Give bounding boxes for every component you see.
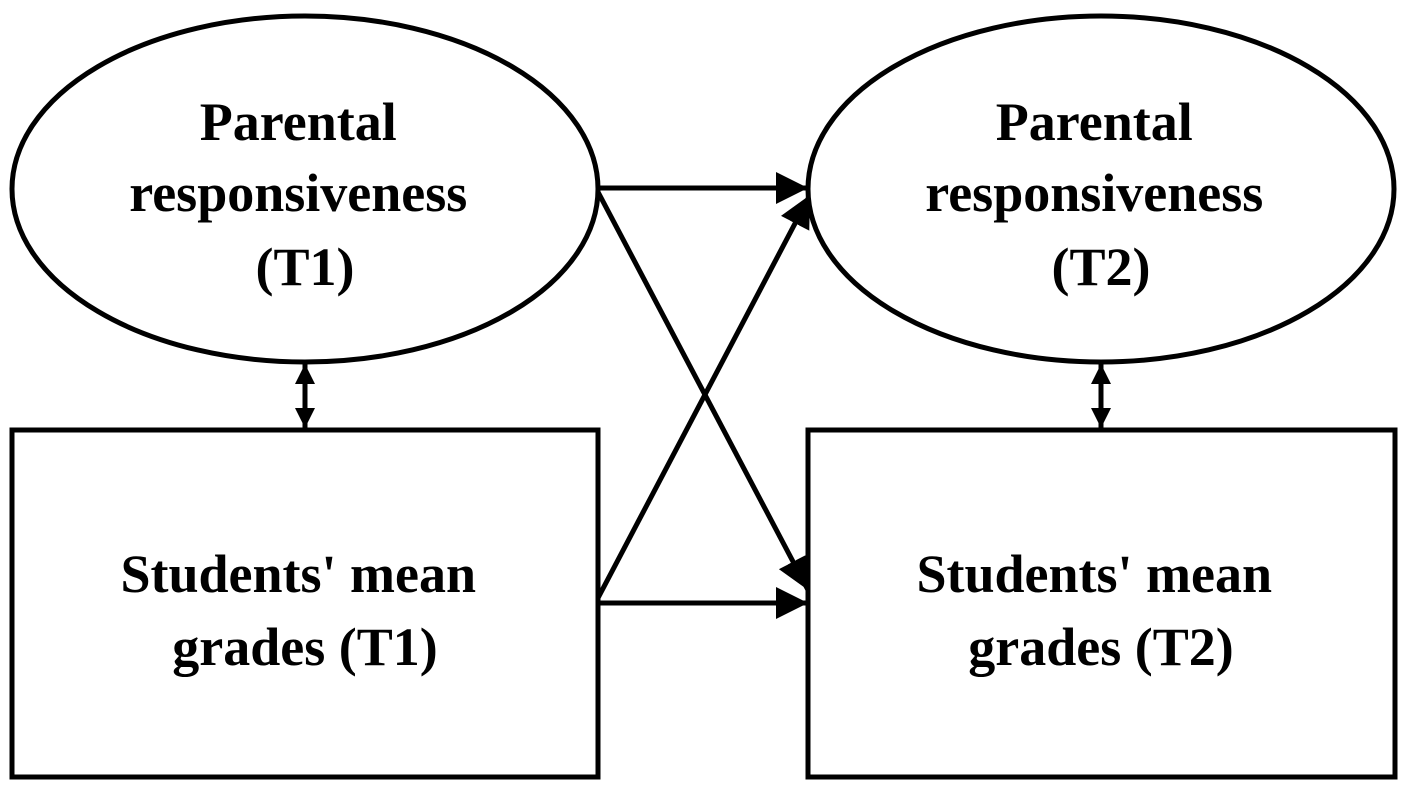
label-line: grades (T2) xyxy=(968,617,1233,677)
label-line: (T1) xyxy=(256,237,355,297)
edge-pr-t1-to-grades-t2 xyxy=(595,190,811,592)
label-line: Students' mean xyxy=(916,544,1272,604)
observed-rect xyxy=(9,427,601,780)
latent-ellipse xyxy=(9,13,601,365)
node-students-mean-grades-t2: Students' mean grades (T2) xyxy=(805,427,1398,780)
label-line: Parental xyxy=(200,92,397,152)
node-students-mean-grades-t1: Students' mean grades (T1) xyxy=(9,427,601,780)
label-line: Parental xyxy=(996,92,1193,152)
label-line: grades (T1) xyxy=(172,617,437,677)
latent-ellipse xyxy=(805,13,1397,365)
edges xyxy=(295,171,1111,620)
label-line: responsiveness xyxy=(925,163,1263,223)
node-label: Students' mean grades (T2) xyxy=(916,544,1285,677)
node-label: Parental responsiveness (T2) xyxy=(925,92,1277,297)
edge-grades-t1-to-pr-t2 xyxy=(595,193,813,600)
node-parental-responsiveness-t2: Parental responsiveness (T2) xyxy=(805,13,1397,365)
node-label: Parental responsiveness (T1) xyxy=(129,92,481,297)
observed-rect xyxy=(805,427,1398,780)
node-label: Students' mean grades (T1) xyxy=(120,544,489,677)
node-parental-responsiveness-t1: Parental responsiveness (T1) xyxy=(9,13,601,365)
label-line: Students' mean xyxy=(120,544,476,604)
label-line: responsiveness xyxy=(129,163,467,223)
label-line: (T2) xyxy=(1052,237,1151,297)
